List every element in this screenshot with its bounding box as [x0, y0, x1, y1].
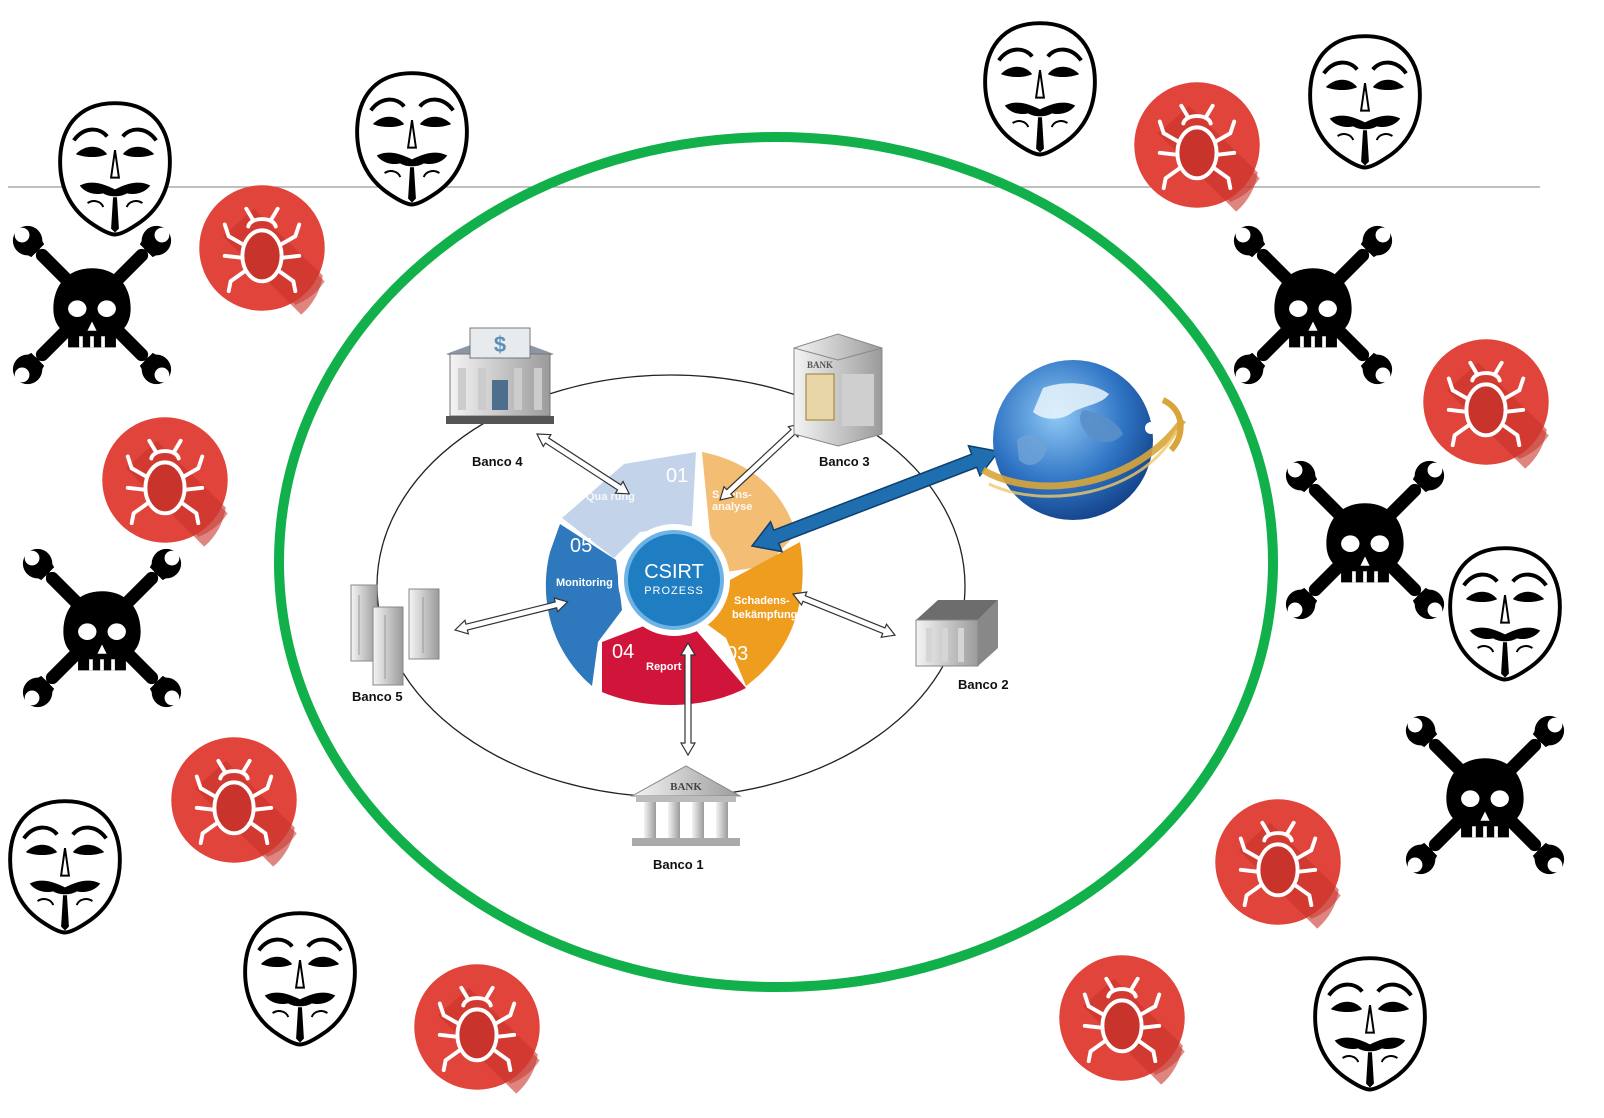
anonymous-mask-icon	[983, 21, 1097, 157]
bug-icon	[1213, 797, 1343, 931]
segment-01-number: 01	[666, 465, 688, 487]
arrow-banco2	[791, 591, 897, 638]
segment-05-number: 05	[570, 535, 592, 557]
anonymous-mask-icon	[243, 911, 357, 1047]
skull-wrenches-icon	[1234, 226, 1392, 384]
bug-icon	[412, 962, 542, 1096]
anonymous-mask-icon	[58, 101, 172, 237]
segment-04-number: 04	[612, 641, 634, 663]
anonymous-mask-icon	[8, 799, 122, 935]
segment-05-label: Monitoring	[556, 577, 613, 589]
segment-03-label-a: Schadens-	[734, 595, 790, 607]
bank5-label: Banco 5	[352, 689, 403, 704]
csirt-process-wheel: CSIRT PROZESS 01 Qua rung S dens- analys…	[545, 452, 803, 706]
arrow-banco4	[536, 433, 631, 495]
link-arrows	[453, 422, 897, 757]
anonymous-mask-icon	[1448, 546, 1562, 682]
bank1-sign: BANK	[670, 781, 702, 793]
green-perimeter-ring	[274, 132, 1278, 992]
bank3-label: Banco 3	[819, 454, 870, 469]
bug-icon	[1421, 337, 1551, 471]
bank3-sign: BANK	[807, 360, 833, 370]
arrow-banco5	[453, 597, 569, 635]
bug-icon	[197, 183, 327, 317]
segment-01	[562, 452, 696, 558]
segment-03	[704, 542, 803, 686]
csirt-core	[624, 530, 724, 630]
bank4-label: Banco 4	[472, 454, 523, 469]
bug-icon	[169, 735, 299, 869]
anonymous-mask-icon	[1313, 956, 1427, 1092]
anonymous-mask-icon	[1308, 34, 1422, 170]
globe-icon	[981, 360, 1186, 520]
segment-05	[545, 524, 622, 686]
bank4-sign: $	[494, 332, 506, 357]
bank-building-icon	[915, 600, 998, 667]
bank2-label: Banco 2	[958, 677, 1009, 692]
segment-02-label-b: analyse	[712, 501, 752, 513]
bug-icon	[1132, 80, 1262, 214]
skull-wrenches-icon	[13, 226, 171, 384]
bank-building-icon: BANK	[630, 765, 742, 846]
segment-03-number: 03	[726, 643, 748, 665]
bank1-label: Banco 1	[653, 857, 704, 872]
skull-wrenches-icon	[1406, 716, 1564, 874]
bank-building-icon: $	[446, 327, 554, 424]
segment-03-label-b: bekämpfung	[732, 609, 797, 621]
bank-building-icon: BANK	[793, 333, 883, 447]
skull-wrenches-icon	[1286, 461, 1444, 619]
bug-icon	[100, 415, 230, 549]
arrow-banco1	[679, 641, 697, 757]
anonymous-mask-icon	[355, 71, 469, 207]
bank-building-icon	[350, 584, 440, 686]
csirt-subtitle: PROZESS	[644, 585, 704, 597]
bug-icon	[1057, 953, 1187, 1087]
csirt-title: CSIRT	[644, 561, 704, 583]
skull-wrenches-icon	[23, 549, 181, 707]
segment-04	[602, 626, 746, 706]
segment-04-label: Report	[646, 661, 682, 673]
